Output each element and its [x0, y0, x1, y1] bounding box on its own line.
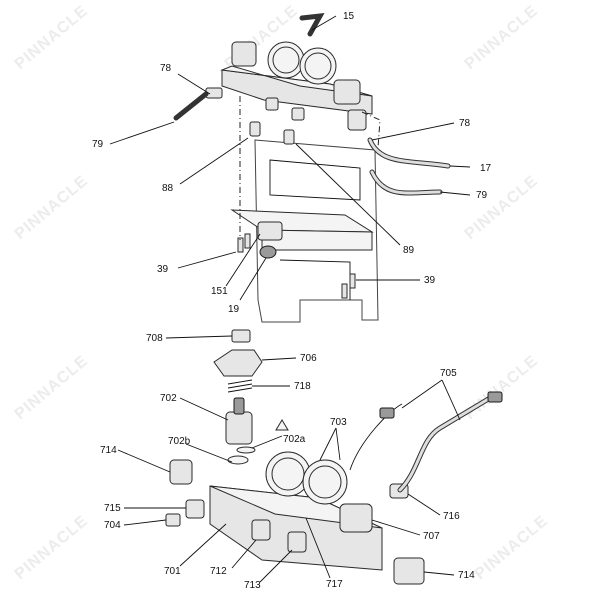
elbow-712	[251, 519, 271, 541]
nut-708	[231, 329, 251, 343]
watermark: PINNACLE	[472, 512, 552, 583]
oring-702a	[236, 446, 256, 454]
callout-label: 704	[104, 520, 121, 531]
callout-label: 39	[157, 264, 169, 275]
callout-label: 714	[458, 570, 475, 581]
callout-label: 714	[100, 445, 117, 456]
sensor-block	[257, 221, 283, 241]
callout-label: 702	[160, 393, 177, 404]
callout-label: 78	[160, 63, 172, 74]
callout-label: 702a	[283, 434, 306, 445]
callout-label: 703	[330, 417, 347, 428]
callout-label: 89	[403, 245, 415, 256]
watermark: PINNACLE	[12, 2, 92, 73]
knob-706	[213, 349, 263, 377]
upper-valve-right	[333, 79, 361, 105]
callout-label: 707	[423, 531, 440, 542]
fitting-89	[283, 129, 295, 145]
warning-icon	[275, 419, 289, 431]
oring-702b	[227, 455, 249, 465]
callout-label: 716	[443, 511, 460, 522]
fitting-704	[165, 513, 181, 527]
upper-assembly	[173, 12, 451, 323]
screw-39b	[349, 273, 356, 289]
elbow-713	[287, 531, 307, 553]
callout-label: 78	[459, 118, 471, 129]
callout-label: 715	[104, 503, 121, 514]
callout-label: 702b	[168, 436, 191, 447]
watermark: PINNACLE	[462, 172, 542, 243]
watermark: PINNACLE	[12, 512, 92, 583]
callout-label: 151	[211, 286, 228, 297]
callout-label: 712	[210, 566, 227, 577]
elbow-714b	[393, 557, 425, 585]
probe	[173, 91, 209, 121]
callout-label: 79	[476, 190, 488, 201]
callout-label: 19	[228, 304, 240, 315]
callout-label: 39	[424, 275, 436, 286]
valve-707	[339, 503, 373, 533]
cartridge-702	[225, 411, 253, 445]
callout-label: 717	[326, 579, 343, 590]
hose-15	[299, 12, 325, 37]
watermark: PINNACLE	[462, 2, 542, 73]
watermark: PINNACLE	[12, 172, 92, 243]
callout-label: 708	[146, 333, 163, 344]
screw-39a	[237, 237, 244, 253]
upper-valve-left	[231, 41, 257, 67]
lower-assembly	[165, 329, 503, 585]
fitting-88	[249, 121, 261, 137]
spring-718	[227, 379, 253, 393]
callout-label: 705	[440, 368, 457, 379]
fitting-715	[185, 499, 205, 519]
callout-label: 88	[162, 183, 174, 194]
watermark: PINNACLE	[12, 352, 92, 423]
callout-label: 718	[294, 381, 311, 392]
connector-705a	[379, 407, 395, 419]
leader-lines	[109, 15, 471, 583]
hose-79	[369, 169, 443, 196]
callout-labels: 15 78 79 88 78 17 79 89 39 151 19 39 708…	[92, 11, 492, 591]
callout-label: 713	[244, 580, 261, 591]
callout-label: 701	[164, 566, 181, 577]
watermark: PINNACLE	[462, 352, 542, 423]
callout-label: 79	[92, 139, 104, 150]
callout-label: 15	[343, 11, 355, 22]
callout-label: 17	[480, 163, 492, 174]
sensor-19	[259, 245, 277, 259]
elbow-714a	[169, 459, 193, 485]
callout-label: 706	[300, 353, 317, 364]
connector-705b	[487, 391, 503, 403]
upper-elbow	[347, 109, 367, 131]
